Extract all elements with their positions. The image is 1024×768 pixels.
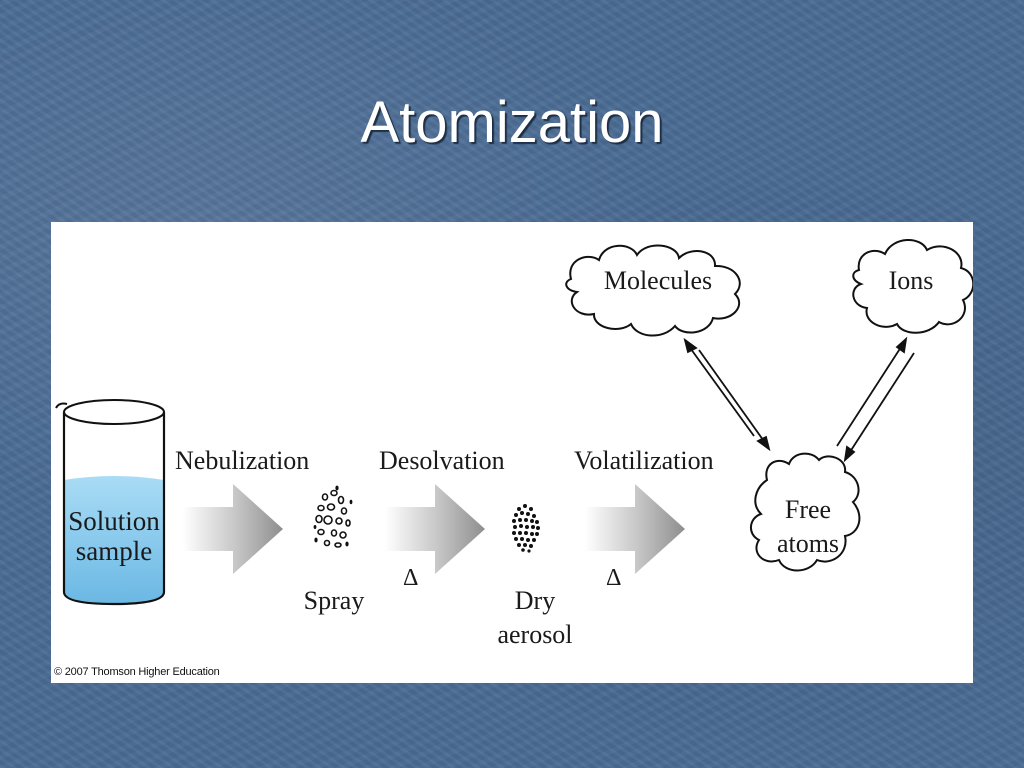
desolvation-heat-symbol: Δ [403,563,418,593]
ions-label: Ions [871,266,951,296]
spray-droplets-icon [316,491,350,548]
slide-title: Atomization [0,88,1024,158]
volatilization-label: Volatilization [574,446,714,476]
solution-sample-label: Solution sample [64,506,164,566]
solution-sample-text: Solution sample [68,506,160,566]
copyright-notice: © 2007 Thomson Higher Education [54,666,220,678]
beaker-icon [56,400,164,604]
atomization-diagram: Solution sample Nebulization Desolvation… [51,222,973,683]
free-atoms-label: Free atoms [753,493,863,561]
molecules-free-atoms-arrows [685,340,769,449]
volatilization-arrow [585,484,685,574]
dry-aerosol-particles-icon [512,504,540,553]
nebulization-label: Nebulization [175,446,309,476]
nebulization-arrow [183,484,283,574]
desolvation-arrow [385,484,485,574]
spray-label: Spray [294,586,374,616]
desolvation-label: Desolvation [379,446,505,476]
dry-aerosol-label: Dry aerosol [487,584,583,652]
volatilization-heat-symbol: Δ [606,563,621,593]
ions-free-atoms-arrows [837,339,914,460]
molecules-label: Molecules [588,266,728,296]
